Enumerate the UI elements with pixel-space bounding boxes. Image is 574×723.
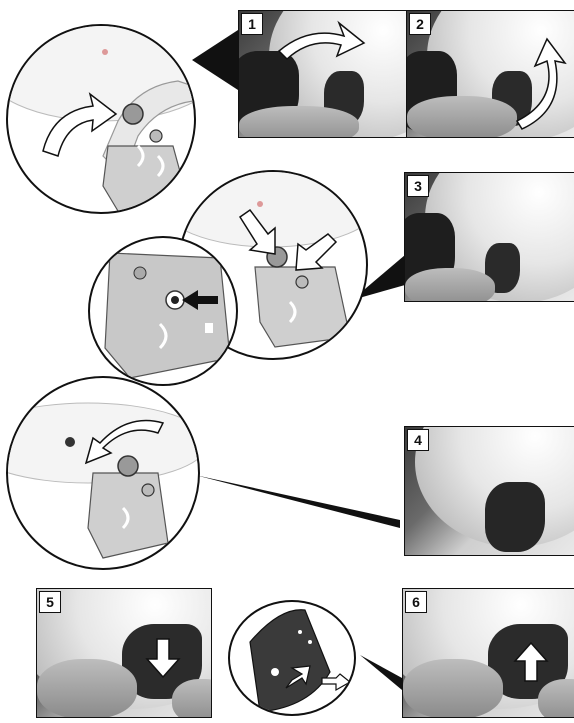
- straight-arrow-icon: [90, 238, 238, 386]
- step-number: 3: [407, 175, 429, 197]
- curved-arrow-icon: [239, 11, 408, 138]
- detail-circle-1: [6, 24, 196, 214]
- curved-arrow-icon: [8, 26, 196, 214]
- step-number: 1: [241, 13, 263, 35]
- step-5-photo: 5: [36, 588, 212, 718]
- curved-arrow-icon: [8, 378, 200, 570]
- step-number: 2: [409, 13, 431, 35]
- curved-arrow-icon: [407, 11, 574, 138]
- step-3-photo: 3: [404, 172, 574, 302]
- detail-circle-4: [6, 376, 200, 570]
- detail-circle-3: [88, 236, 238, 386]
- straight-arrow-icon: [403, 589, 574, 718]
- detail-circle-5: [228, 600, 356, 716]
- step-number: 4: [407, 429, 429, 451]
- step-number: 5: [39, 591, 61, 613]
- step-1-photo: 1: [238, 10, 408, 138]
- straight-arrow-icon: [230, 602, 356, 716]
- step-2-photo: 2: [406, 10, 574, 138]
- step-4-photo: 4: [404, 426, 574, 556]
- straight-arrow-icon: [37, 589, 212, 718]
- step-6-photo: 6: [402, 588, 574, 718]
- step-number: 6: [405, 591, 427, 613]
